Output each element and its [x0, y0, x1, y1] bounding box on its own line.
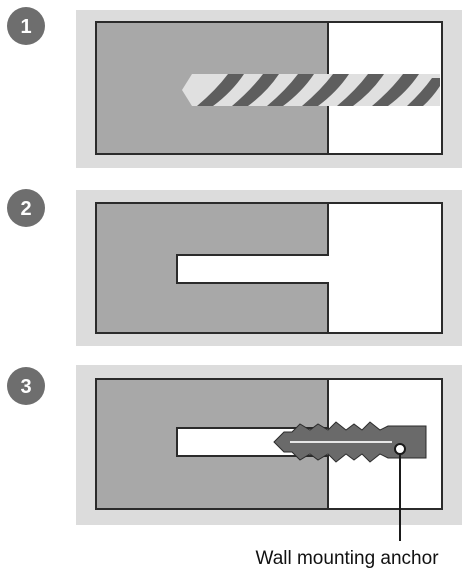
step-1: 1	[7, 7, 462, 168]
anchor-callout-label: Wall mounting anchor	[255, 548, 439, 569]
step-3: 3	[7, 365, 462, 541]
step-1-number: 1	[20, 16, 31, 38]
step-2-badge: 2	[7, 189, 45, 227]
step-3-number: 3	[20, 376, 31, 398]
wall-anchor	[274, 422, 426, 462]
step-3-badge: 3	[7, 367, 45, 405]
drill-bit	[182, 74, 440, 106]
step-1-badge: 1	[7, 7, 45, 45]
step-2-number: 2	[20, 198, 31, 220]
callout-dot	[395, 444, 405, 454]
step-2: 2	[7, 189, 462, 346]
